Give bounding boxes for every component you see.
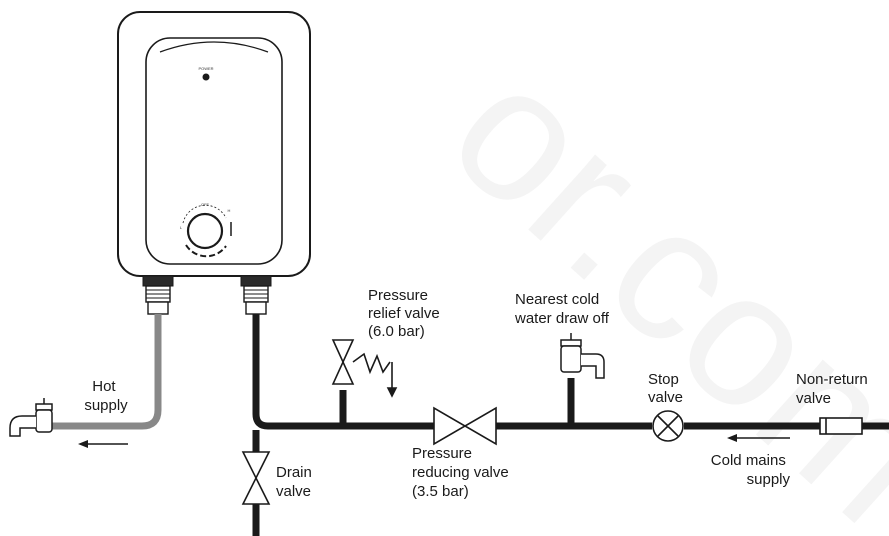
cold-inlet-pipe xyxy=(252,314,434,430)
temperature-dial: OFF H L xyxy=(180,202,232,258)
pressure-relief-valve-label: Pressure relief valve (6.0 bar) xyxy=(368,287,444,340)
power-indicator xyxy=(202,73,210,81)
non-return-valve-icon xyxy=(819,417,863,435)
pressure-reducing-valve-label: Pressure reducing valve (3.5 bar) xyxy=(412,445,513,500)
dial-low-label: L xyxy=(180,225,183,230)
watermark: or.com xyxy=(413,23,889,536)
stop-valve-label: Stop valve xyxy=(648,371,683,406)
dial-off-label: OFF xyxy=(201,202,210,207)
cold-inlet-connector xyxy=(240,275,272,315)
hot-supply-tap-icon xyxy=(9,398,53,437)
dial-high-label: H xyxy=(228,208,231,213)
hot-supply-pipe xyxy=(48,314,162,430)
hot-flow-arrow-icon xyxy=(78,440,128,448)
panel-arch xyxy=(159,41,269,53)
nearest-cold-draw-off-label: Nearest cold water draw off xyxy=(514,291,610,327)
water-heater: POWER OFF H L xyxy=(117,11,311,315)
cold-draw-off-tap-icon xyxy=(560,333,605,379)
drain-valve-label: Drain valve xyxy=(276,464,316,500)
drain-valve-icon xyxy=(241,451,271,505)
cold-pipework xyxy=(252,314,889,536)
hot-supply-label: Hot supply xyxy=(84,378,128,414)
cold-flow-arrow-icon xyxy=(727,434,790,442)
hot-outlet-connector xyxy=(142,275,174,315)
power-label: POWER xyxy=(198,66,213,71)
stop-valve-icon xyxy=(652,410,684,442)
cold-mains-supply-label: Cold mains supply xyxy=(711,452,791,488)
non-return-valve-label: Non-return valve xyxy=(796,371,872,407)
pressure-reducing-valve-icon xyxy=(433,406,497,446)
pressure-relief-valve-icon xyxy=(331,339,398,398)
heater-front-panel xyxy=(145,37,283,265)
